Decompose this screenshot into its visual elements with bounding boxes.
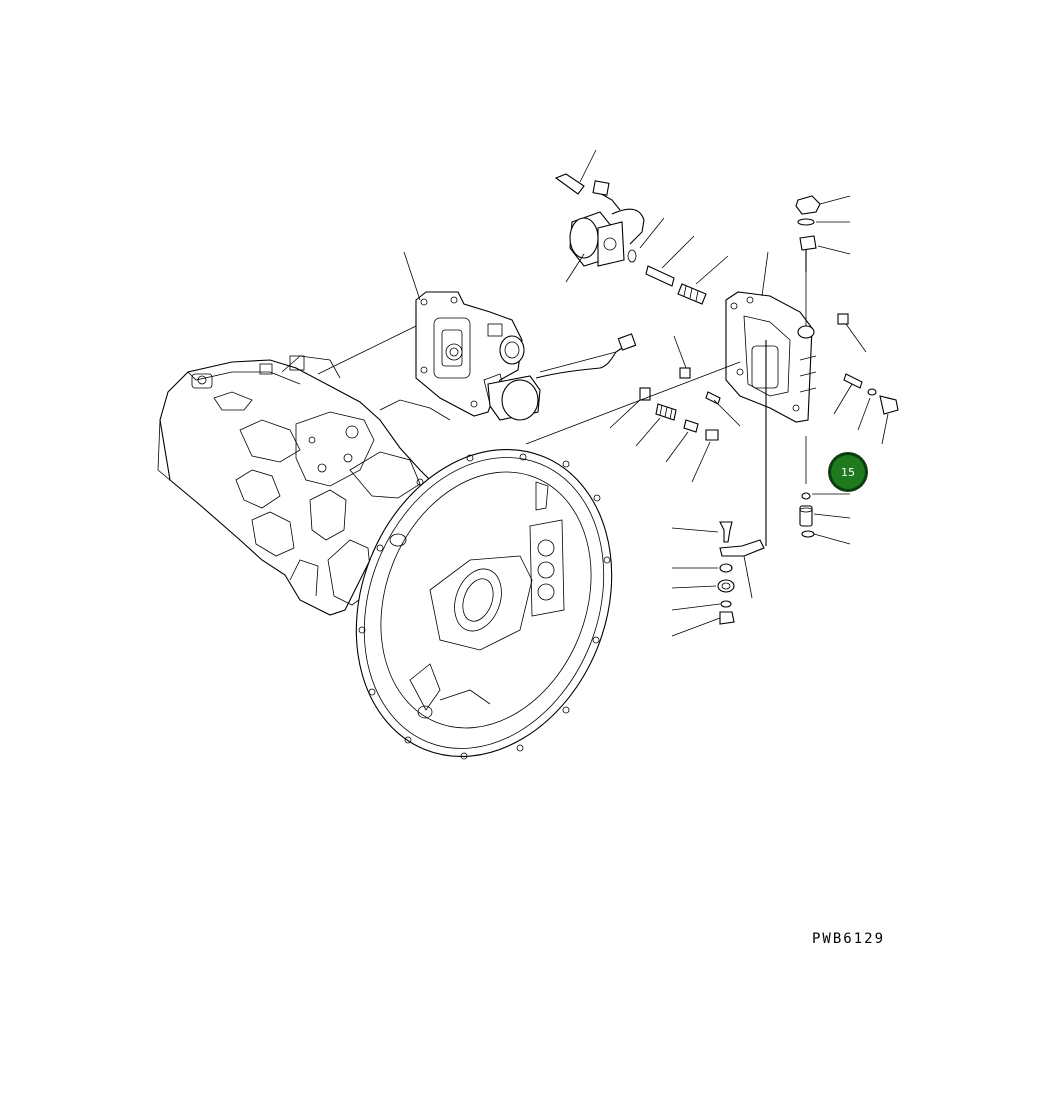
pump-housing-assembly [157,355,451,616]
callout-15-disc [831,455,865,489]
callout-15[interactable]: 15 [828,452,868,492]
solenoid-lower [487,333,637,421]
leader-lines [317,149,889,637]
solenoid-upper [554,173,645,267]
callout-15-label: 15 [841,466,855,479]
lever-assembly [717,340,767,625]
rim-bolt-holes [358,453,611,760]
pilot-valve-block [725,291,817,423]
drawing-code: PWB6129 [812,931,885,947]
flywheel-housing [355,448,613,760]
spool-parts [645,265,707,305]
right-hardware-stack [795,195,899,538]
small-parts-left [639,367,721,441]
